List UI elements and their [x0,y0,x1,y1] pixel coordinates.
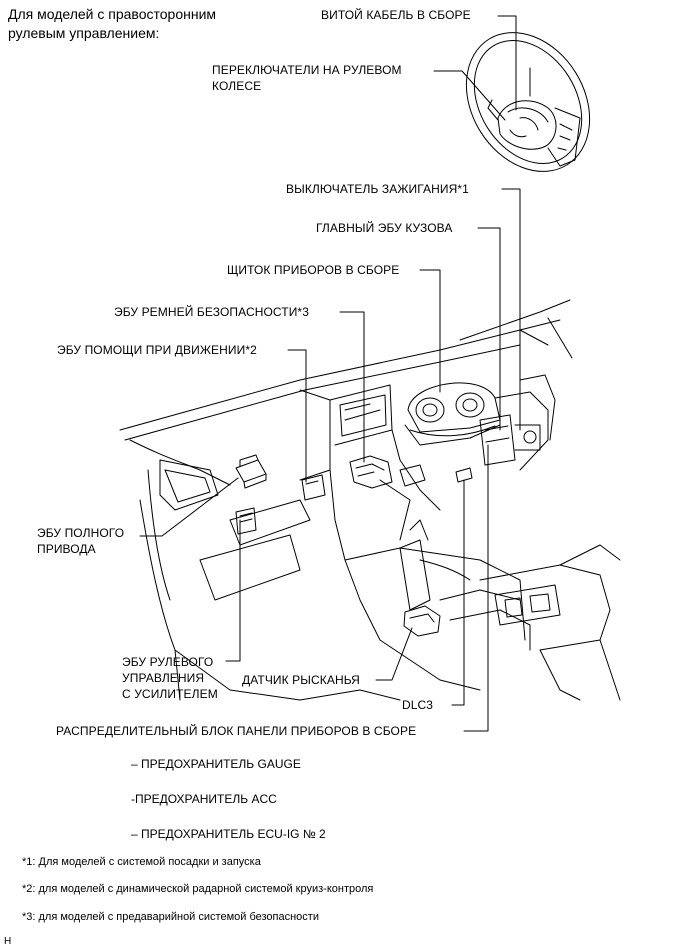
component-driving-support-ecu [301,474,326,501]
label-eps-ecu-line3: С УСИЛИТЕЛЕМ [122,687,218,701]
footnote-2: *2: для моделей с динамической радарной … [22,883,374,895]
fuse-ecu-ig-2: – ПРЕДОХРАНИТЕЛЬ ECU-IG № 2 [131,827,326,841]
steering-wheel-drawing [465,32,591,172]
fuse-gauge: – ПРЕДОХРАНИТЕЛЬ GAUGE [131,757,301,771]
dashboard-outline [119,299,621,701]
label-ignition-switch: ВЫКЛЮЧАТЕЛЬ ЗАЖИГАНИЯ*1 [286,182,469,196]
label-eps-ecu-line1: ЭБУ РУЛЕВОГО [122,655,214,669]
label-junction-block: РАСПРЕДЕЛИТЕЛЬНЫЙ БЛОК ПАНЕЛИ ПРИБОРОВ В… [56,724,417,738]
footnote-3: *3: для моделей с предаварийной системой… [22,911,319,923]
label-steering-switches-line1: ПЕРЕКЛЮЧАТЕЛИ НА РУЛЕВОМ [212,63,402,77]
label-awd-ecu-line1: ЭБУ ПОЛНОГО [37,526,125,540]
label-driving-support-ecu: ЭБУ ПОМОЩИ ПРИ ДВИЖЕНИИ*2 [57,343,257,357]
label-seat-belt-ecu: ЭБУ РЕМНЕЙ БЕЗОПАСНОСТИ*3 [114,305,309,319]
component-yaw-sensor [403,605,441,637]
diagram-header-line2: рулевым управлением: [8,25,160,41]
label-dlc3: DLC3 [402,698,434,712]
label-eps-ecu-line2: УПРАВЛЕНИЯ [122,671,205,685]
component-seat-belt-ecu [349,455,393,489]
label-yaw-sensor: ДАТЧИК РЫСКАНЬЯ [242,673,360,687]
component-awd-ecu [235,454,267,489]
corner-mark: H [4,936,12,947]
label-main-body-ecu: ГЛАВНЫЙ ЭБУ КУЗОВА [316,221,453,235]
leader-lines [139,15,521,732]
footnote-1: *1: Для моделей с системой посадки и зап… [22,856,261,868]
label-steering-switches-line2: КОЛЕСЕ [212,79,262,93]
label-spiral-cable: ВИТОЙ КАБЕЛЬ В СБОРЕ [321,8,471,22]
diagram-header-line1: Для моделей с правосторонним [8,6,217,22]
label-awd-ecu-line2: ПРИВОДА [37,542,96,556]
component-dlc3 [455,467,473,483]
label-combination-meter: ЩИТОК ПРИБОРОВ В СБОРЕ [227,263,400,277]
fuse-acc: -ПРЕДОХРАНИТЕЛЬ ACC [131,792,277,806]
component-eps-ecu [235,507,257,535]
